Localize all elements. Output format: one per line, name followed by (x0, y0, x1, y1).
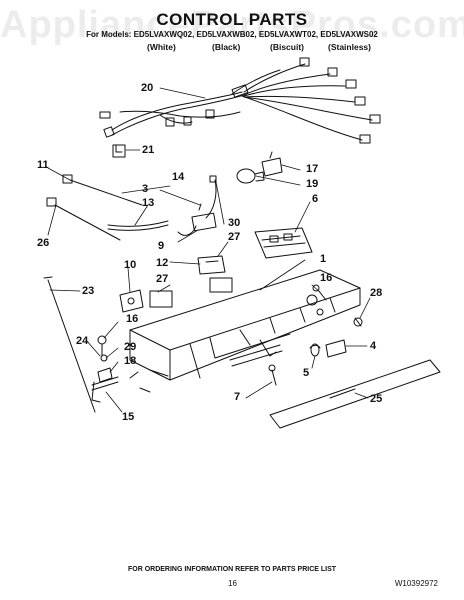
callout-16-right: 16 (320, 272, 332, 284)
color-stainless: (Stainless) (328, 42, 371, 52)
color-biscuit: (Biscuit) (270, 42, 304, 52)
callout-23: 23 (82, 285, 94, 297)
callout-6: 6 (312, 193, 318, 205)
callout-15: 15 (122, 411, 134, 423)
hinge-bracket-part (119, 289, 144, 313)
callout-24: 24 (76, 335, 89, 347)
callout-30: 30 (228, 217, 240, 229)
tube-part (107, 220, 169, 231)
callout-14: 14 (172, 171, 185, 183)
ordering-note: FOR ORDERING INFORMATION REFER TO PARTS … (127, 566, 337, 573)
callout-1: 1 (320, 253, 326, 265)
color-black: (Black) (212, 42, 241, 52)
callout-20: 20 (141, 82, 153, 94)
foil-tape-part (209, 277, 233, 293)
callout-11: 11 (37, 159, 49, 171)
screw-part (353, 317, 363, 327)
callout-26: 26 (37, 237, 49, 249)
callout-25: 25 (370, 393, 382, 405)
callout-12: 12 (156, 257, 168, 269)
callout-7: 7 (234, 391, 240, 403)
trim-strip-part (269, 359, 441, 429)
color-white: (White) (147, 42, 176, 52)
callout-27: 27 (228, 231, 240, 243)
callout-13: 13 (142, 197, 154, 209)
callout-4: 4 (370, 340, 377, 352)
callout-9: 9 (158, 240, 164, 252)
lamp-socket-part (261, 151, 283, 177)
callout-3: 3 (142, 183, 148, 195)
rod-part (43, 276, 96, 413)
callout-10: 10 (124, 259, 136, 271)
callout-17: 17 (306, 163, 318, 175)
callout-29: 29 (124, 341, 136, 353)
thermistor-part (62, 174, 143, 206)
callout-18: 18 (124, 355, 136, 367)
page-title: CONTROL PARTS (156, 10, 308, 29)
callout-21: 21 (142, 144, 154, 156)
model-list: For Models: ED5LVAXWQ02, ED5LVAXWB02, ED… (86, 30, 378, 39)
bracket-part (197, 255, 226, 275)
callout-27-lower: 27 (156, 273, 168, 285)
wire-harness-part (99, 57, 381, 144)
foil-tape-part-2 (149, 290, 173, 308)
switch-part (177, 203, 217, 236)
screw-part-3 (268, 364, 277, 386)
callout-16-left: 16 (126, 313, 138, 325)
hinge-hardware-part (91, 335, 151, 403)
callout-28: 28 (370, 287, 382, 299)
callout-19: 19 (306, 178, 318, 190)
watermark: AppliancePartsPros.com (0, 4, 464, 46)
wire-clip-part (112, 144, 126, 158)
sensor-wire-part (46, 197, 121, 241)
light-bulb-part (236, 168, 265, 184)
knob-part (309, 339, 347, 358)
page-number: 16 (228, 579, 237, 588)
callout-5: 5 (303, 367, 309, 379)
document-number: W10392972 (394, 579, 438, 588)
wire-part (205, 175, 217, 219)
control-board-part (254, 227, 313, 259)
control-housing-part (129, 269, 361, 381)
